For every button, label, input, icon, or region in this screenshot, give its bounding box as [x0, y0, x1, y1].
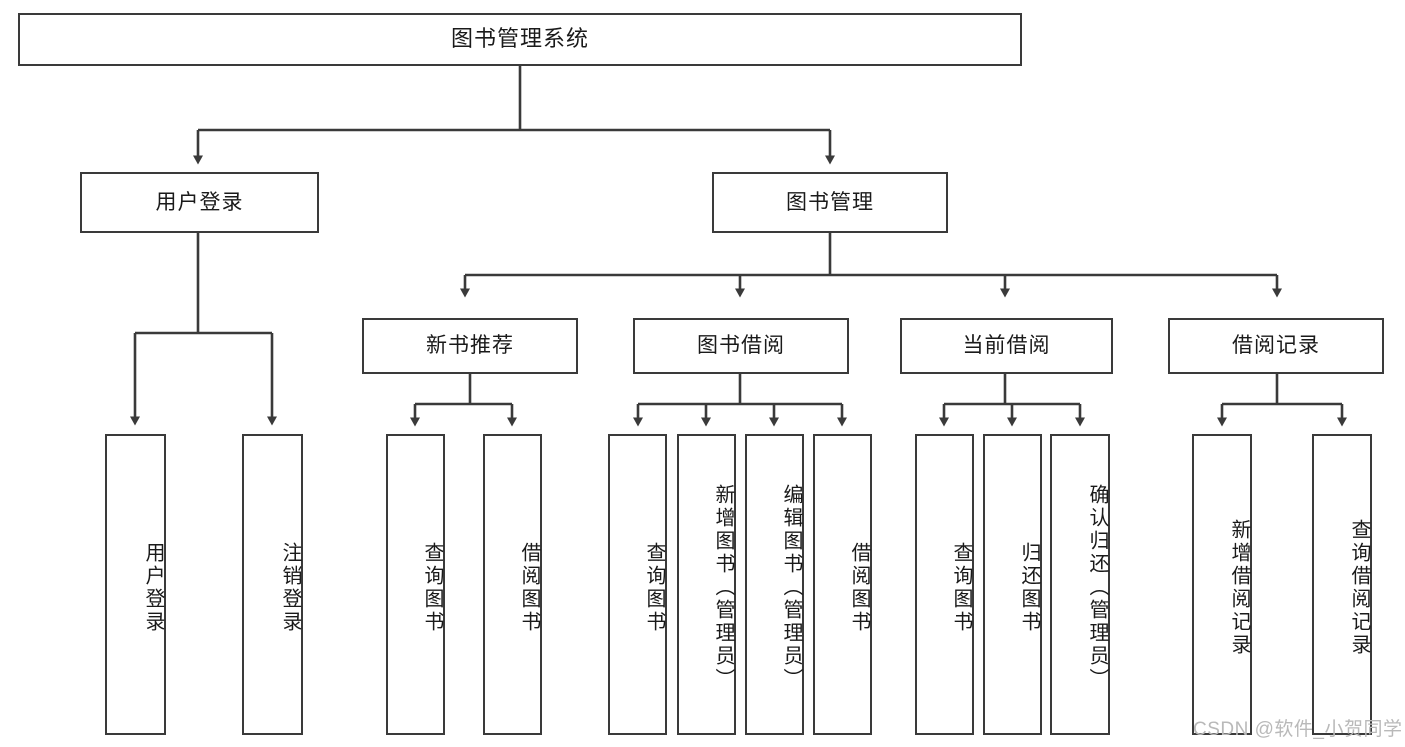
node-label: 查询图书: [950, 541, 972, 634]
node-label: 借阅记录: [1232, 334, 1320, 358]
leaf-borrow-record-query[interactable]: 查询借阅记录: [1312, 434, 1372, 735]
leaf-current-borrow-confirm-return[interactable]: 确认归还（管理员）: [1050, 434, 1110, 735]
node-book-borrow[interactable]: 图书借阅: [633, 318, 849, 374]
leaf-borrow-record-add[interactable]: 新增借阅记录: [1192, 434, 1252, 735]
node-label: 借阅图书: [518, 541, 540, 634]
node-root-system[interactable]: 图书管理系统: [18, 13, 1022, 66]
node-label: 归还图书: [1018, 541, 1040, 634]
watermark-text: CSDN @软件_小贺同学: [1193, 719, 1403, 740]
node-label: 图书管理系统: [450, 26, 589, 52]
node-label: 图书管理: [786, 190, 874, 214]
leaf-current-borrow-return[interactable]: 归还图书: [983, 434, 1042, 735]
node-label: 确认归还（管理员）: [1086, 484, 1108, 691]
node-label: 注销登录: [279, 541, 301, 634]
leaf-user-login-signout[interactable]: 注销登录: [242, 434, 303, 735]
leaf-new-book-borrow[interactable]: 借阅图书: [483, 434, 542, 735]
node-user-login[interactable]: 用户登录: [80, 172, 319, 233]
leaf-user-login-signin[interactable]: 用户登录: [105, 434, 166, 735]
node-label: 新书推荐: [426, 334, 514, 358]
leaf-book-borrow-lend[interactable]: 借阅图书: [813, 434, 872, 735]
leaf-book-borrow-add[interactable]: 新增图书（管理员）: [677, 434, 736, 735]
node-new-book-recommend[interactable]: 新书推荐: [362, 318, 578, 374]
node-label: 用户登录: [142, 541, 164, 634]
node-label: 编辑图书（管理员）: [780, 484, 802, 691]
node-label: 新增借阅记录: [1228, 518, 1250, 657]
node-current-borrow[interactable]: 当前借阅: [900, 318, 1113, 374]
node-label: 当前借阅: [962, 334, 1051, 358]
node-label: 查询图书: [643, 541, 665, 634]
node-label: 查询借阅记录: [1348, 518, 1370, 657]
leaf-current-borrow-query[interactable]: 查询图书: [915, 434, 974, 735]
leaf-book-borrow-edit[interactable]: 编辑图书（管理员）: [745, 434, 804, 735]
node-label: 用户登录: [155, 190, 244, 214]
node-label: 查询图书: [421, 541, 443, 634]
node-label: 借阅图书: [848, 541, 870, 634]
node-label: 新增图书（管理员）: [712, 484, 734, 691]
leaf-new-book-query[interactable]: 查询图书: [386, 434, 445, 735]
node-book-management[interactable]: 图书管理: [712, 172, 948, 233]
leaf-book-borrow-query[interactable]: 查询图书: [608, 434, 667, 735]
node-label: 图书借阅: [697, 334, 785, 358]
node-borrow-record[interactable]: 借阅记录: [1168, 318, 1384, 374]
